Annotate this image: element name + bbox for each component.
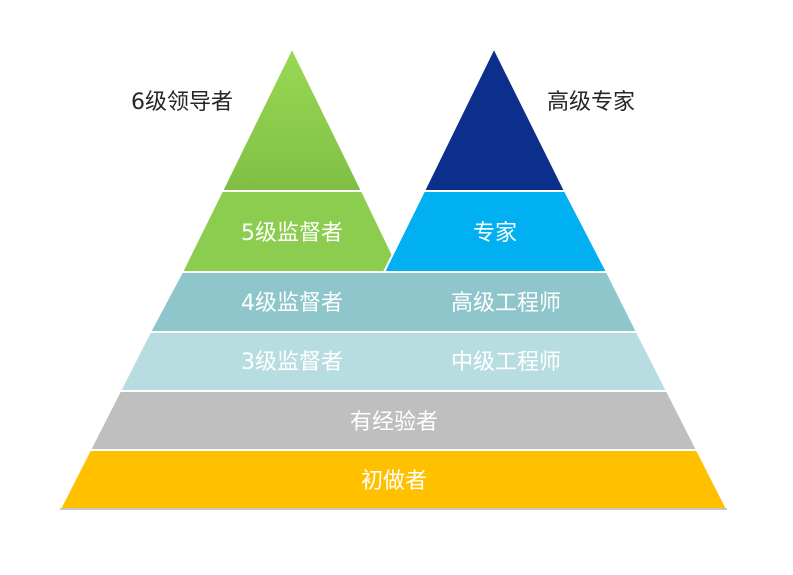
right-apex-triangle [422,45,567,192]
tier1-label: 初做者 [361,469,427,494]
left-tier5-label: 5级监督者 [241,221,343,246]
tier4-band [148,271,639,333]
tier4-right-label: 高级工程师 [451,291,561,316]
left-apex-triangle [220,45,364,192]
right-apex-label: 高级专家 [547,90,635,115]
left-apex-label: 6级领导者 [131,90,233,115]
right-tier5-label: 专家 [473,221,517,246]
tier3-left-label: 3级监督者 [241,350,343,375]
tier2-label: 有经验者 [350,410,438,435]
tier4-left-label: 4级监督者 [241,291,343,316]
tier3-right-label: 中级工程师 [451,350,561,375]
tier3-band [118,331,669,392]
